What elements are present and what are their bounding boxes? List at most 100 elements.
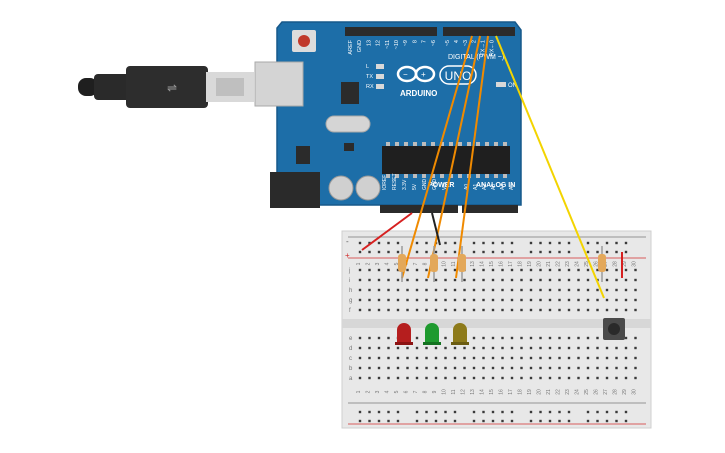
column-label: 5 <box>394 262 400 265</box>
wires[interactable] <box>361 35 623 299</box>
hole <box>586 376 590 380</box>
wire-black-gnd[interactable] <box>431 212 441 246</box>
push-button[interactable] <box>603 318 625 340</box>
top-pin-label: 8 <box>412 40 418 43</box>
hole <box>520 288 523 292</box>
status-led <box>376 64 384 69</box>
hole <box>596 366 599 370</box>
hole <box>387 298 390 302</box>
rail-hole <box>472 410 476 414</box>
hole <box>586 336 590 340</box>
hole <box>624 288 628 292</box>
hole <box>406 278 409 282</box>
hole <box>567 336 571 340</box>
rail-hole <box>501 419 504 423</box>
top-pin-label: ~9 <box>403 40 409 46</box>
hole <box>491 346 495 350</box>
hole <box>615 346 618 350</box>
hole <box>548 366 552 370</box>
hole <box>501 288 504 292</box>
usb-cable[interactable]: ⇌ <box>78 66 254 108</box>
rail-hole <box>501 410 504 414</box>
chip-pin <box>503 142 507 146</box>
hole <box>387 308 390 312</box>
wire-orange-3[interactable] <box>455 35 489 279</box>
column-label: 10 <box>442 261 448 267</box>
hole <box>453 366 457 370</box>
chip-pin <box>458 174 462 178</box>
red-led[interactable] <box>395 323 413 345</box>
top-pin-label: AREF <box>348 39 354 54</box>
hole <box>558 298 561 302</box>
hole <box>596 336 599 340</box>
hole <box>377 356 381 360</box>
resistor-2[interactable] <box>430 246 438 282</box>
hole <box>453 308 457 312</box>
hole <box>529 298 533 302</box>
column-label: 11 <box>451 389 457 394</box>
rail-hole <box>358 250 362 254</box>
rail-hole <box>586 410 590 414</box>
column-label: 3 <box>375 262 381 265</box>
wire-yellow[interactable] <box>495 35 605 299</box>
rail-hole <box>567 241 571 245</box>
column-label: 19 <box>527 261 533 267</box>
wire-orange-1[interactable] <box>401 35 473 279</box>
hole <box>425 346 428 350</box>
rail-hole <box>453 241 457 245</box>
column-label: 16 <box>499 261 505 267</box>
hole <box>444 356 447 360</box>
hole <box>539 336 542 340</box>
hole <box>463 376 466 380</box>
column-label: 7 <box>413 390 419 393</box>
chip-pin <box>413 142 417 146</box>
hole <box>377 278 381 282</box>
reset-button-cap[interactable] <box>298 35 310 47</box>
top-pin-label: ~10 <box>394 40 400 49</box>
hole <box>453 278 457 282</box>
hole <box>586 346 590 350</box>
yellow-led[interactable] <box>451 323 469 345</box>
top-pin-label: GND <box>357 40 363 52</box>
push-button-cap[interactable] <box>608 323 620 335</box>
rail-hole <box>377 250 381 254</box>
hole <box>463 288 466 292</box>
hole <box>539 356 542 360</box>
resistors[interactable] <box>398 246 606 282</box>
hole <box>491 356 495 360</box>
hole <box>624 278 628 282</box>
rail-hole <box>624 419 628 423</box>
rail-hole <box>482 241 485 245</box>
yellow-led-base <box>451 342 469 345</box>
column-label: 15 <box>489 389 495 395</box>
hole <box>472 308 476 312</box>
hole <box>425 278 428 282</box>
hole <box>368 278 371 282</box>
resistor-1[interactable] <box>398 246 406 282</box>
top-pin-label: ~5 <box>445 40 451 46</box>
rail-hole <box>596 241 599 245</box>
hole <box>425 308 428 312</box>
resistor-4[interactable] <box>598 246 606 282</box>
hole <box>415 278 419 282</box>
rail-hole <box>558 419 561 423</box>
column-label: 3 <box>375 390 381 393</box>
row-label: f <box>349 308 351 314</box>
hole <box>377 346 381 350</box>
hole <box>577 336 580 340</box>
green-led[interactable] <box>423 323 441 345</box>
hole <box>596 376 599 380</box>
rail-hole <box>615 241 618 245</box>
hole <box>510 288 514 292</box>
hole <box>539 308 542 312</box>
wire-red-5v[interactable] <box>361 212 413 251</box>
rail-hole <box>605 250 609 254</box>
leds[interactable] <box>395 323 469 345</box>
wire-orange-2[interactable] <box>427 35 481 279</box>
pin-label: IOREF <box>382 175 388 190</box>
resistor-3[interactable] <box>458 246 466 282</box>
hole <box>501 356 504 360</box>
logo-minus-icon: − <box>403 70 408 79</box>
